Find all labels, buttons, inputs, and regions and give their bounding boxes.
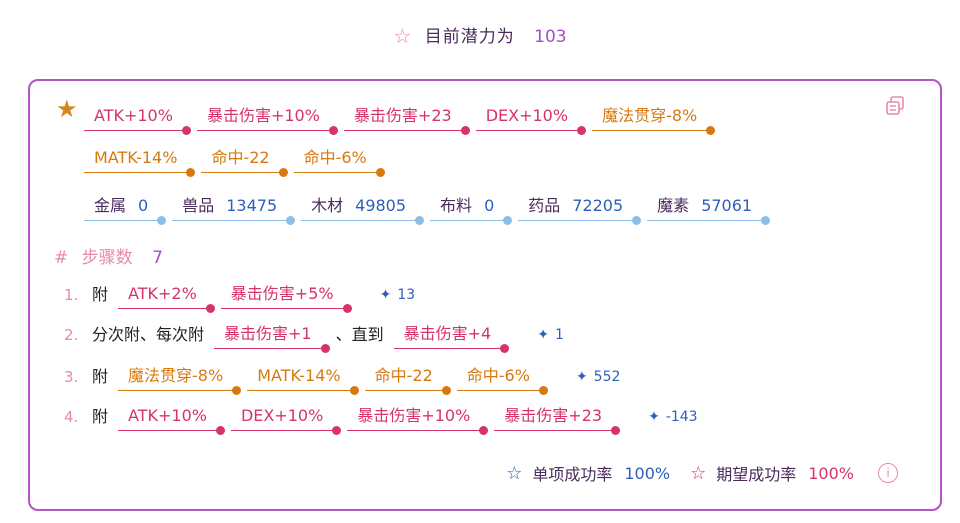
potential-value: 103 xyxy=(534,27,567,47)
step-row-3: 3. 附 魔法贯穿-8% MATK-14% 命中-22 命中-6% ✦552 xyxy=(64,365,621,395)
step-prefix: 分次附、每次附 xyxy=(92,325,205,344)
steps-count: 7 xyxy=(152,248,163,268)
effect-tag: 命中-6% xyxy=(293,147,385,177)
effects-row-1: ATK+10% 暴击伤害+10% 暴击伤害+23 DEX+10% 魔法贯穿-8% xyxy=(84,105,721,135)
step-prefix: 附 xyxy=(92,367,109,386)
effect-tag: 魔法贯穿-8% xyxy=(118,365,242,395)
effect-tag: 暴击伤害+10% xyxy=(196,105,338,135)
hash-icon: # xyxy=(54,248,69,268)
expected-rate-label: 期望成功率 xyxy=(716,465,797,484)
info-icon[interactable]: i xyxy=(878,463,898,483)
expected-rate-value: 100% xyxy=(808,463,854,483)
effect-tag: MATK-14% xyxy=(247,365,360,395)
effect-tag: 暴击伤害+10% xyxy=(347,405,489,435)
result-card: ★ ATK+10% 暴击伤害+10% 暴击伤害+23 DEX+10% 魔法贯穿-… xyxy=(28,79,942,511)
step-row-2: 2. 分次附、每次附 暴击伤害+1 、直到 暴击伤害+4 ✦1 xyxy=(64,323,564,353)
effect-tag: DEX+10% xyxy=(230,405,342,435)
effect-tag: 魔法贯穿-8% xyxy=(592,105,716,135)
step-middle: 、直到 xyxy=(335,325,384,344)
step-index: 4. xyxy=(64,408,79,426)
effect-tag: ATK+2% xyxy=(118,283,215,313)
steps-label: 步骤数 xyxy=(81,248,133,268)
effect-tag: DEX+10% xyxy=(475,105,587,135)
sparkle-icon: ✦ xyxy=(379,287,392,303)
step-index: 3. xyxy=(64,368,79,386)
potential-header: ☆ 目前潜力为 103 xyxy=(0,22,960,48)
star-filled-icon[interactable]: ★ xyxy=(56,95,78,123)
step-row-4: 4. 附 ATK+10% DEX+10% 暴击伤害+10% 暴击伤害+23 ✦-… xyxy=(64,405,698,435)
effect-tag: ATK+10% xyxy=(84,105,191,135)
copy-icon[interactable] xyxy=(884,95,906,117)
step-score: ✦1 xyxy=(537,327,564,343)
effect-tag: 命中-22 xyxy=(201,147,288,177)
effect-tag: 命中-22 xyxy=(364,365,451,395)
effect-tag: 暴击伤害+5% xyxy=(220,283,352,313)
star-outline-icon: ☆ xyxy=(506,462,523,484)
sparkle-icon: ✦ xyxy=(537,327,549,343)
step-score: ✦-143 xyxy=(648,409,698,425)
step-prefix: 附 xyxy=(92,285,109,304)
step-score: ✦552 xyxy=(575,369,621,385)
effect-tag: ATK+10% xyxy=(118,405,225,435)
success-rates: ☆ 单项成功率 100% ☆ 期望成功率 100% i xyxy=(506,461,898,485)
steps-header: # 步骤数 7 xyxy=(54,243,163,268)
effects-row-2: MATK-14% 命中-22 命中-6% xyxy=(84,147,391,177)
potential-label: 目前潜力为 xyxy=(424,27,515,47)
step-score: ✦13 xyxy=(379,287,416,303)
step-prefix: 附 xyxy=(92,407,109,426)
sparkle-icon: ✦ xyxy=(648,409,660,425)
star-outline-icon: ☆ xyxy=(393,24,412,48)
single-rate-value: 100% xyxy=(624,463,671,483)
step-row-1: 1. 附 ATK+2% 暴击伤害+5% ✦13 xyxy=(64,283,416,313)
step-index: 1. xyxy=(64,286,79,304)
effect-tag: 暴击伤害+23 xyxy=(494,405,620,435)
star-outline-icon: ☆ xyxy=(690,462,707,484)
effect-tag: 暴击伤害+23 xyxy=(343,105,470,135)
effect-tag: 暴击伤害+4 xyxy=(393,323,509,353)
effect-tag: 命中-6% xyxy=(456,365,549,395)
single-rate-label: 单项成功率 xyxy=(532,465,613,484)
sparkle-icon: ✦ xyxy=(575,369,588,385)
effect-tag: 暴击伤害+1 xyxy=(214,323,330,353)
effect-tag: MATK-14% xyxy=(84,147,196,177)
step-index: 2. xyxy=(64,326,79,344)
